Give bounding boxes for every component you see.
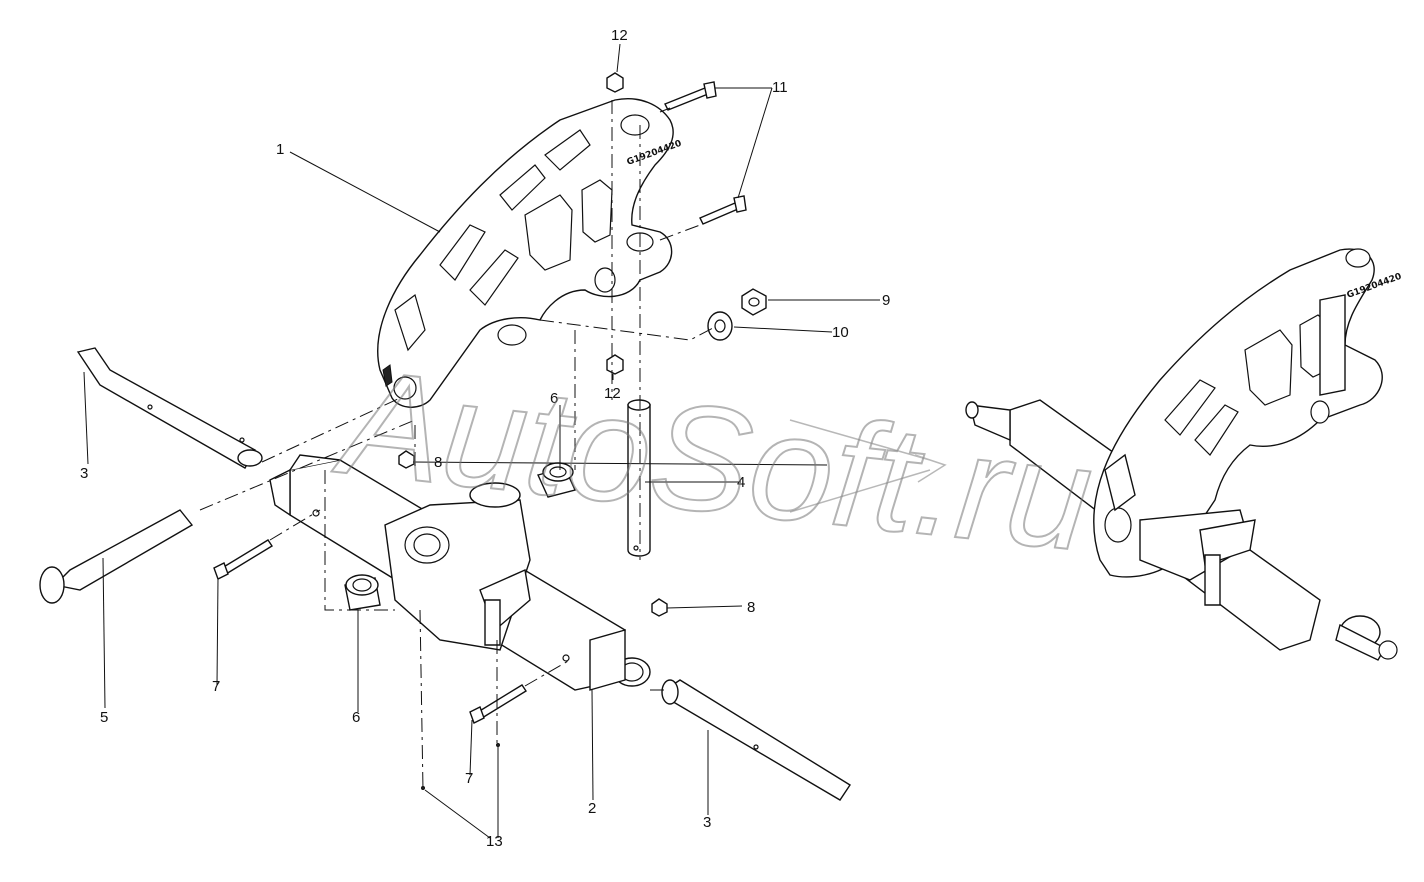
shaft-part-3-left (76, 347, 263, 469)
bushing-part-6-lower (344, 574, 381, 611)
assembly-center-lines (199, 100, 716, 791)
callout-13: 13 (486, 833, 503, 850)
callout-12-middle: 12 (604, 385, 621, 402)
cotter-pins-part-13 (421, 743, 500, 790)
callout-labels: 1 12 11 9 10 12 6 4 3 8 8 5 7 6 7 2 3 13 (80, 27, 890, 850)
washer-part-10 (707, 311, 733, 341)
nut-part-12-middle (606, 354, 624, 375)
callout-6-upper: 6 (550, 390, 558, 407)
callout-7-left: 7 (212, 678, 220, 695)
nut-part-9 (741, 288, 767, 316)
assembled-view: G19204420 (965, 248, 1403, 661)
shaft-part-3-right (661, 679, 851, 801)
pin-part-4 (627, 399, 651, 557)
callout-5: 5 (100, 709, 108, 726)
leader-lines (83, 43, 880, 839)
callout-3-left: 3 (80, 465, 88, 482)
callout-1: 1 (276, 141, 284, 158)
nut-part-12-top (606, 72, 624, 93)
nut-part-8-lower (651, 598, 668, 617)
callout-2: 2 (588, 800, 596, 817)
callout-10: 10 (832, 324, 849, 341)
callout-8-upper: 8 (434, 454, 442, 471)
callout-8-lower: 8 (747, 599, 755, 616)
callout-12-top: 12 (611, 27, 628, 44)
callout-3-right: 3 (703, 814, 711, 831)
callout-11: 11 (772, 79, 788, 96)
callout-4: 4 (737, 474, 745, 491)
bolt-part-11-lower (699, 195, 747, 225)
bushing-part-6-upper (537, 462, 576, 498)
bolt-part-7-right (469, 684, 527, 724)
callout-6-lower: 6 (352, 709, 360, 726)
pin-part-5 (39, 509, 194, 604)
walking-beam-part-2 (269, 454, 651, 691)
callout-9: 9 (882, 292, 890, 309)
nut-part-8-upper (398, 450, 415, 469)
bolt-part-11-upper (664, 81, 717, 111)
bolt-part-7-left (213, 539, 273, 580)
callout-7-right: 7 (465, 770, 473, 787)
